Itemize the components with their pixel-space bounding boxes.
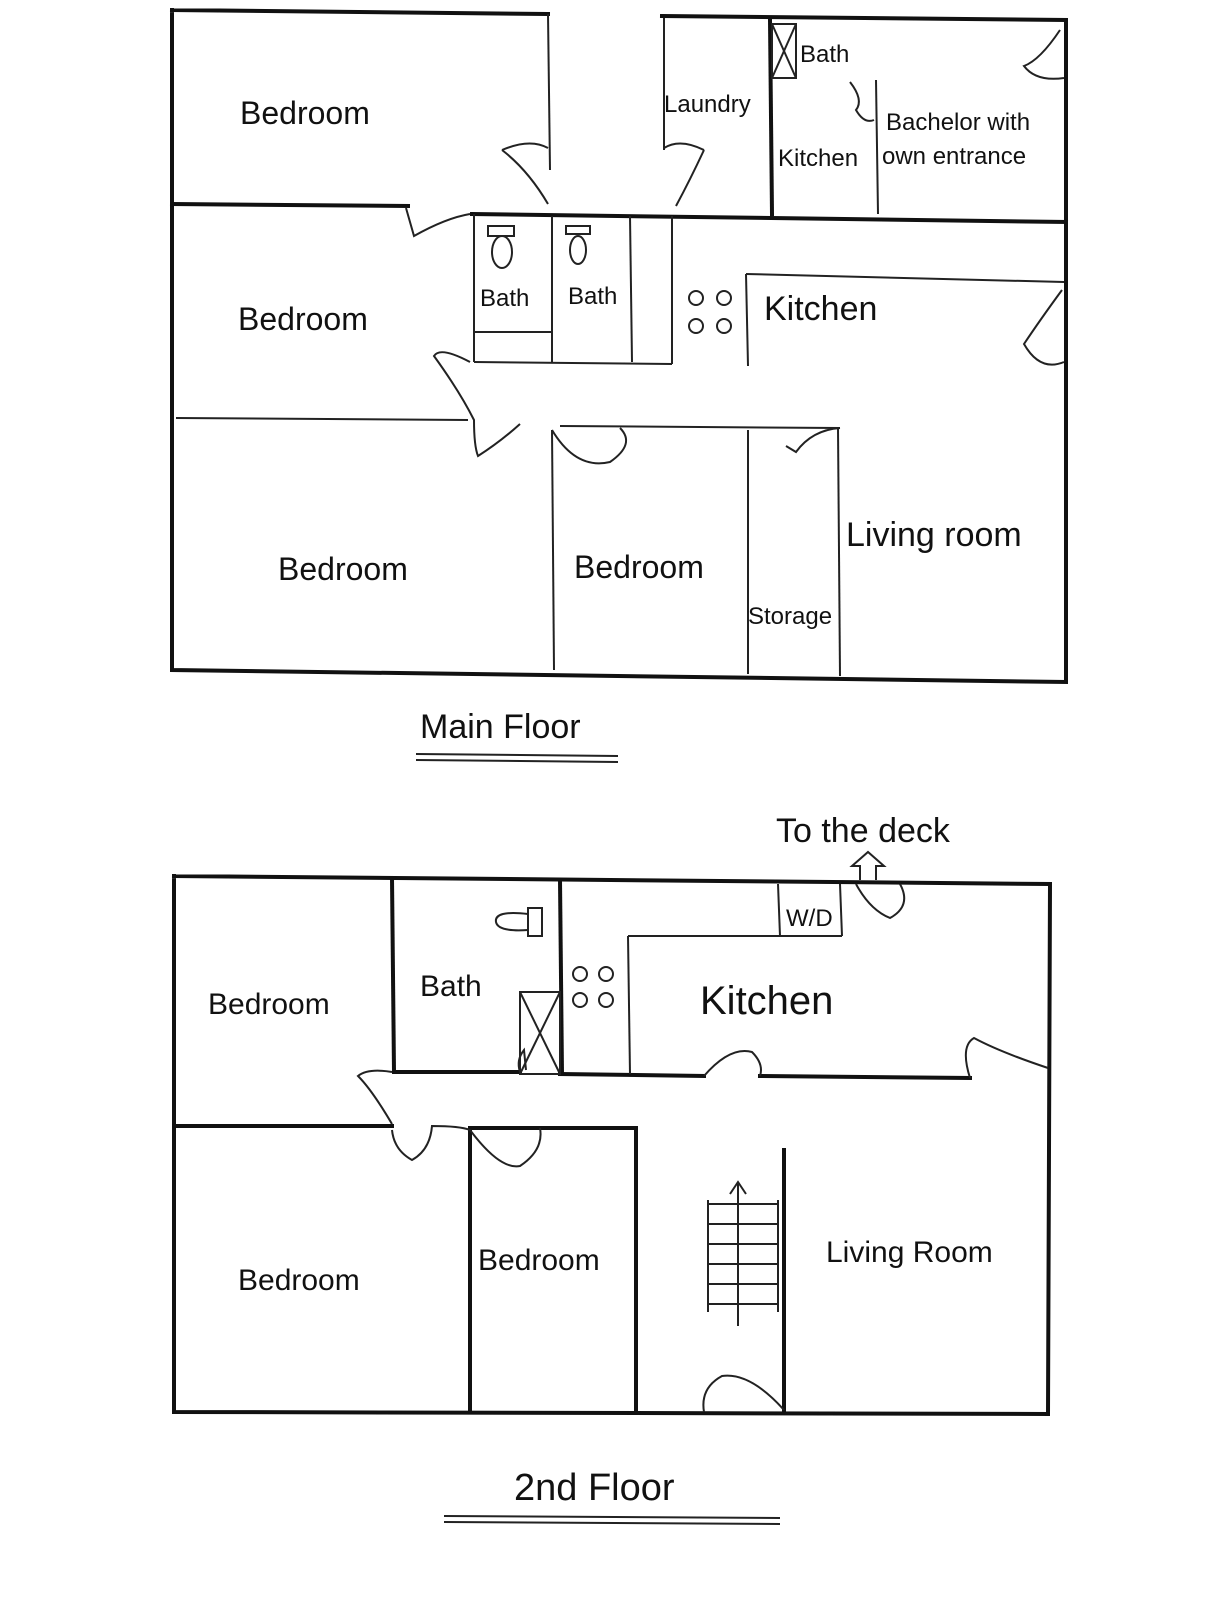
wall: [469, 211, 1069, 225]
wall: [629, 215, 633, 363]
door-arc: [663, 142, 705, 207]
stairs-icon: [707, 1180, 779, 1326]
door-arc: [405, 207, 471, 238]
wall: [745, 273, 749, 367]
wall: [169, 201, 411, 209]
door-arc: [356, 1069, 393, 1125]
floor-title: 2nd Floor: [514, 1467, 675, 1509]
wall: [627, 935, 631, 1075]
room-label: Kitchen: [700, 979, 833, 1023]
deck-note: To the deck: [776, 812, 951, 850]
wall: [551, 429, 555, 671]
door-arc: [849, 81, 875, 122]
room-label: Bedroom: [208, 988, 330, 1021]
room-label: Storage: [748, 603, 832, 630]
door-arc: [501, 142, 549, 205]
wall: [547, 13, 551, 171]
door-arc: [1022, 29, 1065, 80]
room-label: Kitchen: [764, 290, 877, 328]
door-arc: [855, 883, 906, 920]
door-arc: [391, 1124, 471, 1162]
door-arc: [703, 1050, 762, 1077]
room-label: Bath: [480, 285, 529, 312]
room-label: Living Room: [826, 1236, 993, 1269]
title-underline: [415, 753, 619, 757]
room-label: Bedroom: [574, 549, 704, 585]
title-underline: [443, 1521, 781, 1525]
door-arc: [469, 1127, 542, 1168]
second-floor-outer-wall: [171, 873, 1053, 1417]
room-label: Bath: [800, 41, 849, 68]
wall: [767, 17, 775, 217]
title-underline: [415, 759, 619, 763]
wall: [473, 361, 673, 365]
shower-x-fixture: [771, 23, 797, 79]
toilet-icon: [487, 225, 515, 269]
room-label: Bachelor with: [886, 109, 1030, 136]
room-label: own entrance: [882, 143, 1026, 170]
room-label: W/D: [786, 905, 833, 932]
wall: [837, 427, 841, 677]
room-label: Bedroom: [240, 95, 370, 131]
room-label: Bedroom: [238, 301, 368, 337]
wall: [389, 875, 397, 1075]
toilet-icon: [494, 907, 543, 937]
wall: [745, 273, 1065, 283]
stove-icon: [688, 290, 732, 334]
room-label: Bath: [568, 283, 617, 310]
room-label: Bedroom: [478, 1244, 600, 1277]
second-floor-plan: To the deck Bedroom Bath W/D Kitchen Bed…: [171, 812, 1053, 1525]
wall: [557, 1071, 707, 1079]
wall: [839, 883, 843, 937]
wall: [777, 883, 781, 937]
door-arc: [964, 1036, 1049, 1079]
room-label: Bedroom: [278, 551, 408, 587]
shower-x-fixture: [519, 991, 561, 1075]
door-arc: [517, 1047, 527, 1073]
wall: [559, 425, 841, 429]
room-label: Bath: [420, 970, 482, 1003]
stove-icon: [572, 966, 614, 1008]
wall: [875, 79, 879, 215]
room-label: Kitchen: [778, 145, 858, 172]
wall: [175, 417, 469, 421]
door-arc: [432, 351, 521, 458]
door-arc: [702, 1374, 785, 1413]
toilet-icon: [565, 225, 591, 265]
up-arrow-icon: [849, 850, 887, 880]
room-label: Bedroom: [238, 1264, 360, 1297]
wall: [757, 1073, 973, 1081]
door-arc: [1022, 289, 1065, 366]
main-floor-outer-wall: [169, 7, 1068, 685]
wall: [557, 877, 565, 1077]
floor-title: Main Floor: [420, 708, 581, 746]
door-arc: [551, 427, 628, 465]
door-arc: [785, 427, 841, 454]
title-underline: [443, 1515, 781, 1519]
room-label: Living room: [846, 516, 1022, 554]
main-floor-plan: Bedroom Bedroom Bedroom Bedroom Laundry …: [169, 7, 1069, 763]
room-label: Laundry: [664, 91, 751, 118]
